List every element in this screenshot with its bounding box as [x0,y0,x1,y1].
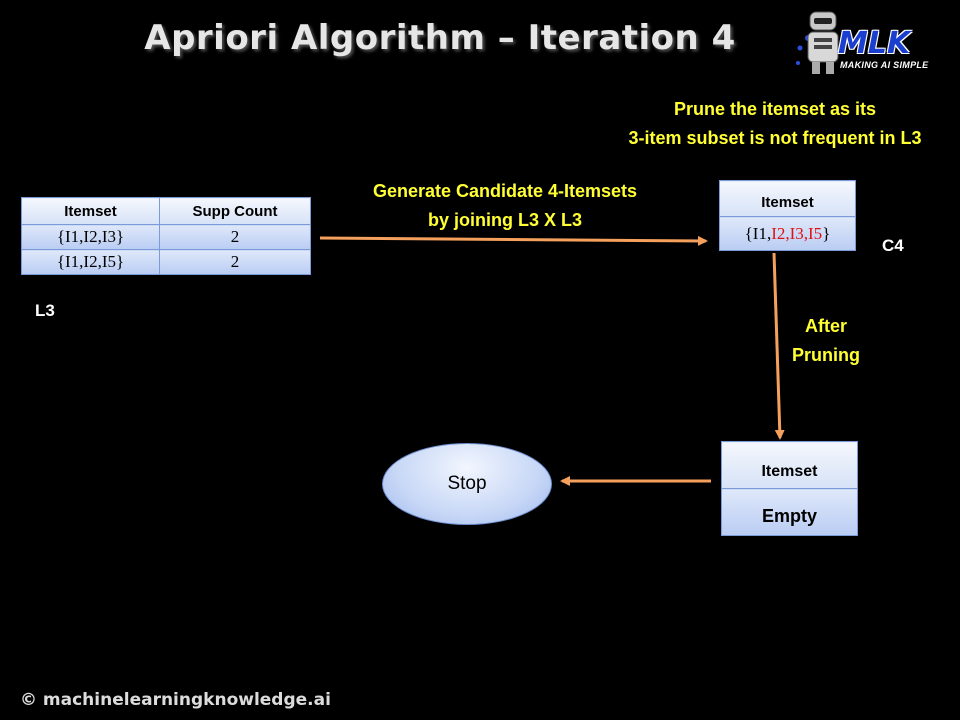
after-pruning-line1: After [804,316,847,336]
logo-tagline: MAKING AI SIMPLE [840,60,929,70]
table-row: {I1,I2,I3} 2 [21,224,311,250]
c4-itemset-open: {I1, [744,223,772,243]
prune-note-line1: Prune the itemset as its [673,99,877,119]
join-arrow [319,235,708,246]
l3-itemset-cell: {I1,I2,I5} [21,249,160,275]
l3-table: Itemset Supp Count {I1,I2,I3} 2 {I1,I2,I… [21,197,311,275]
c4-label: C4 [882,236,904,255]
table-row: {I1,I2,I3,I5} [719,216,856,251]
logo-text: MLK [838,26,911,61]
prune-note: Prune the itemset as its 3-item subset i… [590,95,960,153]
table-row: Empty [721,488,858,536]
l3-itemset-cell: {I1,I2,I3} [21,224,160,250]
c4-table: Itemset {I1,I2,I3,I5} [719,180,856,251]
copyright-footer: © machinelearningknowledge.ai [20,690,331,710]
after-pruning-line2: Pruning [792,345,860,365]
page-title: Apriori Algorithm – Iteration 4 [144,18,736,58]
l3-label: L3 [35,301,55,320]
stop-node: Stop [382,443,552,525]
l3-count-cell: 2 [159,224,311,250]
c4-pruned-items: I2,I3,I5 [771,223,823,243]
generate-note-line1: Generate Candidate 4-Itemsets [372,181,638,201]
l3-count-cell: 2 [159,249,311,275]
robot-logo-icon [796,11,839,74]
result-table: Itemset Empty [721,441,858,536]
c4-itemset-cell: {I1,I2,I3,I5} [719,216,856,251]
c4-header-itemset: Itemset [719,180,856,217]
l3-header-supp-count: Supp Count [159,197,311,225]
generate-note: Generate Candidate 4-Itemsets by joining… [330,177,680,235]
table-row: {I1,I2,I5} 2 [21,249,311,275]
c4-itemset-close: } [822,223,831,243]
generate-note-line2: by joining L3 X L3 [427,210,582,230]
after-pruning-note: After Pruning [776,312,876,370]
prune-note-line2: 3-item subset is not frequent in L3 [628,128,922,148]
result-header-itemset: Itemset [721,441,858,489]
result-empty-cell: Empty [721,488,858,536]
stop-label: Stop [447,473,487,494]
prune-arrow [772,252,785,440]
